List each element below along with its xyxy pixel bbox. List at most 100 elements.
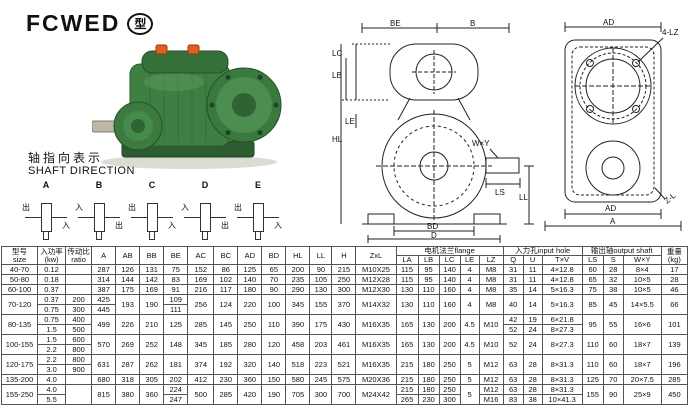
cell-BE: 181 [163, 354, 189, 375]
cell-kg: 285 [660, 374, 689, 385]
cell-LL: 245 [309, 374, 333, 385]
dim-label-ad-top: AD [603, 18, 614, 27]
cell-BD: 190 [261, 384, 287, 405]
cell-AC: 345 [187, 334, 215, 355]
cell-AD: 125 [237, 264, 263, 275]
cell-AC: 216 [187, 284, 215, 295]
col-header: BB [139, 246, 165, 265]
shaft-direction-heading: 轴指向表示 SHAFT DIRECTION [28, 152, 135, 178]
shaft-schematic: 出入 [22, 193, 70, 241]
col-header: 重量(kg) [660, 246, 689, 265]
dim-label-lc: LC [332, 49, 342, 58]
cell-LS: 110 [581, 334, 604, 355]
cell-AD: 360 [237, 374, 263, 385]
dim-label-b: B [470, 19, 475, 28]
shaft-mark-right: 入 [168, 221, 176, 230]
cell-HL: 518 [285, 354, 311, 375]
cell-kw: 4.0 [37, 374, 67, 385]
cell-LA: 115 [395, 274, 419, 285]
cell-A: 387 [91, 284, 117, 295]
cell-WxY: 10×5 [622, 284, 662, 295]
cell-Q: 52 [502, 334, 524, 355]
cell-LC: 140 [438, 264, 461, 275]
cell-BD: 65 [261, 264, 287, 275]
cell-BB: 262 [139, 354, 165, 375]
cell-H: 430 [331, 314, 357, 335]
cell-BD: 100 [261, 294, 287, 315]
cell-AD: 140 [237, 274, 263, 285]
cell-H: 215 [331, 264, 357, 275]
col-header: 电机法兰flange [395, 246, 504, 256]
col-header: BE [163, 246, 189, 265]
cell-LB: 180 [417, 374, 440, 385]
cell-U: 11 [522, 274, 543, 285]
cell-BD: 140 [261, 354, 287, 375]
cell-WxY: 8×4 [622, 264, 662, 275]
cell-H: 521 [331, 354, 357, 375]
col-subheader: W×Y [622, 255, 662, 265]
cell-BE: 75 [163, 264, 189, 275]
cell-AC: 152 [187, 264, 215, 275]
cell-H: 700 [331, 384, 357, 405]
dim-label-ll: LL [519, 193, 528, 202]
cell-BE: 148 [163, 334, 189, 355]
cell-ZxL: M12X28 [355, 274, 397, 285]
cell-HL: 290 [285, 284, 311, 295]
cell-ZxL: M10X25 [355, 264, 397, 275]
cell-S: 55 [602, 314, 624, 335]
cell-AB: 287 [115, 354, 141, 375]
dim-label-wxy: W×Y [472, 139, 490, 148]
cell-Q: 40 [502, 294, 524, 315]
cell-Q: 35 [502, 284, 524, 295]
cell-LS: 75 [581, 284, 604, 295]
cell-S: 60 [602, 354, 624, 375]
cell-kg: 28 [660, 274, 689, 285]
cell-BD: 70 [261, 274, 287, 285]
cell-BE: 83 [163, 274, 189, 285]
cell-HL: 705 [285, 384, 311, 405]
cell-size: 50-80 [0, 274, 39, 285]
cell-LL: 223 [309, 354, 333, 375]
cell-AD: 420 [237, 384, 263, 405]
cell-LE: 4 [459, 294, 480, 315]
cell-TxV: 5×16.3 [541, 284, 583, 295]
cell-LS: 65 [581, 274, 604, 285]
cell-A: 680 [91, 374, 117, 385]
cell-AC: 500 [187, 384, 215, 405]
cell-AC: 285 [187, 314, 215, 335]
cell-LE: 4.5 [459, 334, 480, 355]
cell-A: 287 [91, 264, 117, 275]
cell-LC: 250 [438, 374, 461, 385]
cell-size: 100-155 [0, 334, 39, 355]
shaft-mark-right: 出 [221, 221, 229, 230]
cell-Q: 31 [502, 264, 524, 275]
tile-label: B [95, 180, 103, 190]
col-header: LL [309, 246, 333, 265]
cell-BE: 91 [163, 284, 189, 295]
cell-AC: 412 [187, 374, 215, 385]
cell-AB: 193 [115, 294, 141, 315]
type-badge: 型 [127, 12, 154, 35]
cell-AD: 220 [237, 294, 263, 315]
cell-ratio [65, 384, 93, 405]
cell-BC: 185 [213, 334, 239, 355]
cell-S: 45 [602, 294, 624, 315]
cell-kg: 196 [660, 354, 689, 375]
col-subheader: Q [502, 255, 524, 265]
cell-AC: 256 [187, 294, 215, 315]
oil-plug [155, 44, 168, 55]
dim-label-4lz: 4-LZ [662, 28, 679, 37]
cell-LC: 250 [438, 354, 461, 375]
shaft-mark-left: 出 [22, 203, 30, 212]
shaft-mark-right: 入 [274, 221, 282, 230]
